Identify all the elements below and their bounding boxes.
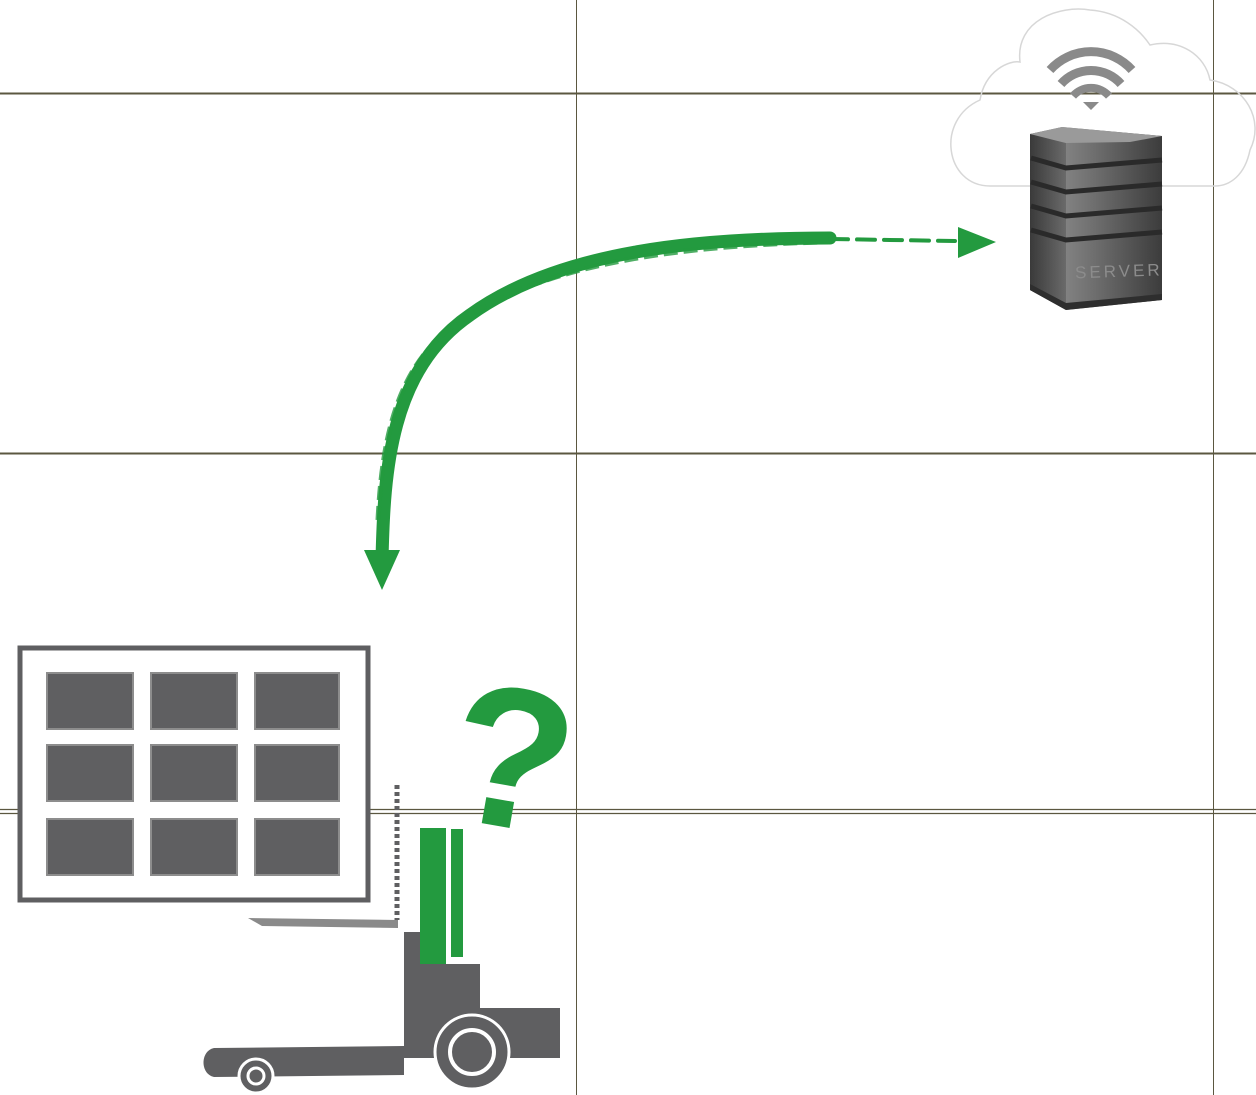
forklift-fork [248, 918, 398, 928]
shelf-box [255, 819, 339, 875]
question-mark-icon: ? [432, 638, 591, 879]
shelf-box [47, 819, 133, 875]
arrow-head-server [958, 227, 996, 258]
warehouse-shelf-icon [20, 648, 368, 900]
server-label: SERVER [1075, 260, 1163, 282]
forklift-wheel-front [239, 1059, 273, 1093]
shelf-box [151, 745, 237, 801]
shelf-box [255, 745, 339, 801]
shelf-box [151, 819, 237, 875]
shelf-box [47, 673, 133, 729]
arrow-shaft [382, 238, 830, 560]
arrow-tail-dashes [830, 239, 955, 241]
shelf-box [255, 673, 339, 729]
forklift-base [204, 1046, 405, 1077]
server-icon: SERVER [1030, 127, 1163, 310]
shelf-box [47, 745, 133, 801]
arrow-shaft-rough [378, 242, 820, 520]
forklift-wheel-rear [435, 1015, 509, 1089]
arrow-head-forklift [364, 550, 400, 590]
curved-arrow-icon [364, 227, 996, 590]
shelf-box [151, 673, 237, 729]
wifi-icon [1050, 52, 1132, 110]
